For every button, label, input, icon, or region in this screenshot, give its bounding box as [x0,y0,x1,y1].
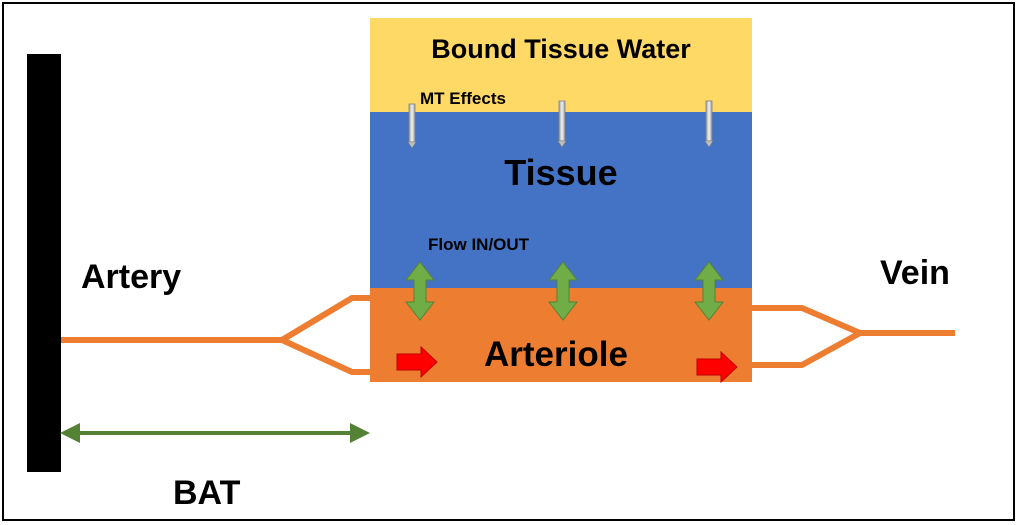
bound-water-block [370,18,752,114]
flow-arrow-icon [404,261,436,321]
bat-arrow [60,423,370,443]
mt-effect-pin [407,103,417,149]
flow-arrow-icon [547,261,579,321]
flow-arrow-icon [693,261,725,321]
tissue-label: Tissue [504,152,618,193]
vein-label: Vein [880,254,950,292]
artery-label: Artery [81,258,182,296]
flow-in-out-label: Flow IN/OUT [428,235,530,254]
mt-effects-label: MT Effects [420,89,506,108]
artery-bar [27,54,61,472]
red-arrow-icon [396,345,438,379]
bound-tissue-water-label: Bound Tissue Water [431,34,691,64]
mt-effect-pin [704,100,714,148]
arteriole-label: Arteriole [484,335,628,374]
red-arrow-icon [696,350,738,384]
mt-effect-pin [557,100,567,148]
input-vessel [61,295,372,375]
output-vessel [750,305,955,368]
bat-label: BAT [173,474,241,512]
